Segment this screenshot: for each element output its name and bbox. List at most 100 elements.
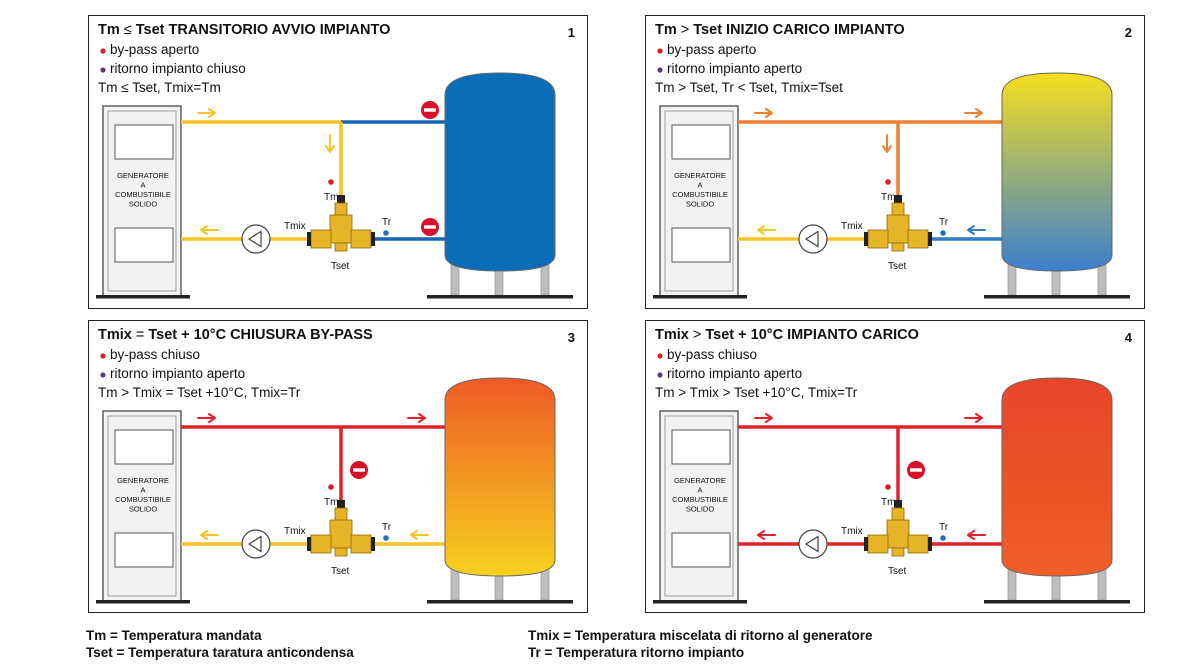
valve-port-left [867,534,889,554]
valve-port-right [907,229,929,249]
flow-arrow-return-in [967,225,986,235]
panel-title: Tmix = Tset + 10°C CHIUSURA BY-PASS [98,327,373,343]
title-text: Tset TRANSITORIO AVVIO IMPIANTO [136,22,391,38]
tr-sensor-dot [383,535,389,541]
flow-arrow-supply-tank [964,413,983,423]
title-var: Tm [98,22,120,38]
title-text: Tset + 10°C IMPIANTO CARICO [705,327,919,343]
valve-nut-right [371,232,375,246]
valve-actuator [334,507,348,521]
legend-tr: Tr = Temperatura ritorno impianto [528,645,745,660]
generator-label: COMBUSTIBILE [672,495,728,504]
valve-actuator [891,202,905,216]
valve-actuator-top [337,195,345,203]
generator-inner [107,415,177,597]
flow-arrow-supply-in [197,108,216,118]
mixing-valve [307,195,375,252]
valve-bottom [891,242,905,252]
panel-number: 4 [1125,330,1133,345]
generator-label: COMBUSTIBILE [115,190,171,199]
generator-window-top [671,124,731,160]
label-tr: Tr [382,217,392,228]
panel-title: Tmix > Tset + 10°C IMPIANTO CARICO [655,327,919,343]
valve-port-right [907,534,929,554]
valve-body [886,214,910,244]
generator-label: GENERATORE [117,476,169,485]
generator-label: A [140,486,145,495]
stop-sign-bar [910,468,922,472]
generator-base [653,600,747,604]
return-dot [100,372,106,378]
label-tm: Tm [324,497,338,508]
valve-body [329,214,353,244]
label-tm: Tm [881,497,895,508]
label-tset: Tset [888,261,907,272]
generator-base [653,295,747,299]
label-tset: Tset [331,261,350,272]
storage-tank [444,377,556,577]
generator-label: A [697,486,702,495]
generator-base [96,295,190,299]
tank-base [427,600,573,604]
valve-bottom [891,547,905,557]
title-operator: > [677,22,694,38]
storage-tank [1001,72,1113,272]
valve-body [329,519,353,549]
generator-label: SOLIDO [686,200,715,209]
label-tr: Tr [939,522,949,533]
tank-base [427,295,573,299]
flow-arrow-supply-tank [964,108,983,118]
valve-body [886,519,910,549]
valve-nut-left [864,232,868,246]
valve-nut-right [928,232,932,246]
condition-text: Tm > Tmix > Tset +10°C, Tmix=Tr [655,385,858,400]
label-tmix: Tmix [841,526,863,537]
valve-bottom [334,242,348,252]
flow-arrow-supply-tank [407,413,426,423]
label-tr: Tr [939,217,949,228]
tr-sensor-dot [940,535,946,541]
valve-actuator-top [894,500,902,508]
legend-tm: Tm = Temperatura mandata [86,628,262,643]
generator-window-top [114,124,174,160]
return-status: ritorno impianto aperto [667,61,802,76]
valve-actuator-top [337,500,345,508]
bypass-dot [657,48,663,54]
generator-label: A [697,181,702,190]
generator-label: SOLIDO [686,505,715,514]
legend-right: Tmix = Temperatura miscelata di ritorno … [528,627,873,661]
legend-left: Tm = Temperatura mandata Tset = Temperat… [86,627,354,661]
generator-window-bottom [671,532,731,568]
bypass-dot [100,353,106,359]
title-text: Tset INIZIO CARICO IMPIANTO [693,22,904,38]
label-tset: Tset [888,566,907,577]
label-tmix: Tmix [841,221,863,232]
tm-sensor-dot [885,179,891,185]
condition-text: Tm > Tset, Tr < Tset, Tmix=Tset [655,80,843,95]
valve-port-left [310,534,332,554]
title-text: Tset + 10°C CHIUSURA BY-PASS [148,327,373,343]
valve-port-right [350,229,372,249]
bypass-status: by-pass chiuso [110,347,200,362]
return-dot [657,67,663,73]
pump-triangle [247,535,262,553]
flow-arrow-return-in [967,530,986,540]
generator-label: GENERATORE [117,171,169,180]
tank-base [984,600,1130,604]
stop-sign-bar [424,108,436,112]
generator-label: GENERATORE [674,171,726,180]
return-dot [657,372,663,378]
return-status: ritorno impianto aperto [110,366,245,381]
flow-arrow-return-out [200,530,219,540]
return-status: ritorno impianto aperto [667,366,802,381]
generator-base [96,600,190,604]
storage-tank [444,72,556,272]
stop-sign-bar [424,225,436,229]
label-tset: Tset [331,566,350,577]
pump-triangle [804,535,819,553]
valve-actuator [334,202,348,216]
title-var: Tmix [98,327,132,343]
panel-title: Tm > Tset INIZIO CARICO IMPIANTO [655,22,905,38]
